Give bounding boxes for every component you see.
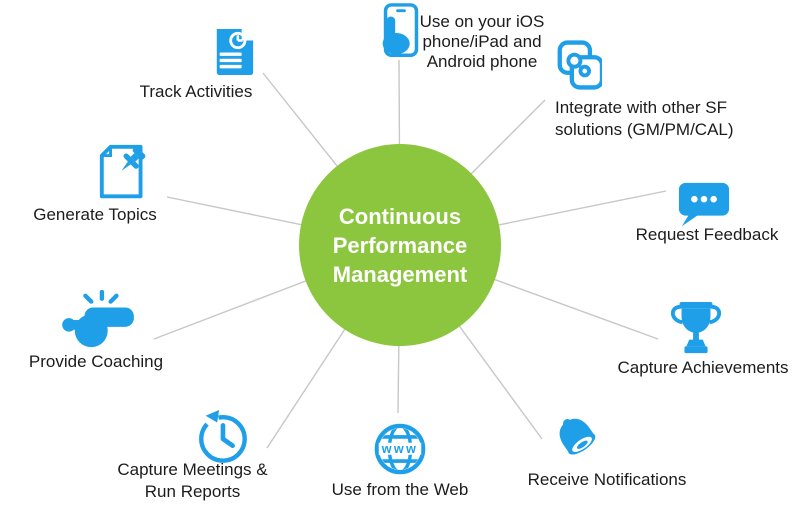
label-track-activities: Track Activities [139,82,253,101]
pinned-note-icon [99,144,146,199]
label-provide-coaching: Provide Coaching [28,352,164,371]
center-title-line-2: Performance [332,232,468,258]
label-use-from-web: Use from the Web [331,480,469,499]
label-capture-meetings: Capture Meetings & Run Reports [117,460,268,501]
trophy-icon [670,301,722,354]
label-capture-achievements: Capture Achievements [617,358,789,377]
bell-icon [559,418,596,455]
label-receive-notifications: Receive Notifications [527,470,687,489]
document-clock-icon [216,29,254,75]
globe-www-icon: www [374,423,426,475]
label-generate-topics: Generate Topics [33,205,157,224]
center-title-line-1: Continuous [338,203,462,229]
whistle-icon [62,290,134,348]
www-text: www [381,442,419,456]
touch-phone-icon [382,3,419,57]
integration-squares-icon [557,40,602,90]
center-title-line-3: Management [332,261,468,287]
clock-history-icon [194,409,247,463]
label-mobile-use: Use on your iOS phone/iPad and Android p… [419,12,545,71]
center-circle: Continuous Performance Management [299,144,501,346]
label-request-feedback: Request Feedback [635,225,779,244]
chat-bubble-icon [678,182,730,227]
label-integrate-sf: Integrate with other SF solutions (GM/PM… [555,98,734,139]
